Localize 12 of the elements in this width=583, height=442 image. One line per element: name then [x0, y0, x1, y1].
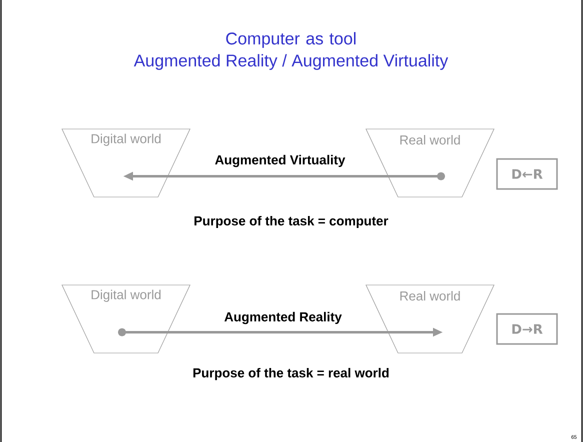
- slide-subtitle: Augmented Reality / Augmented Virtuality: [134, 54, 448, 70]
- edge-label: Augmented Reality: [223, 310, 343, 326]
- slide-title: Computer as tool: [226, 32, 356, 48]
- trapezoid: Real world: [366, 128, 494, 198]
- direction-box: D→R: [496, 313, 558, 345]
- trapezoid: Digital world: [62, 284, 190, 354]
- direction-box: D←R: [496, 158, 558, 190]
- trapezoid: Real world: [366, 284, 494, 354]
- caption-text: Purpose of the task = real world: [193, 368, 389, 380]
- trapezoid: Digital world: [62, 128, 190, 198]
- caption-text: Purpose of the task = computer: [194, 216, 388, 228]
- edge-label: Augmented Virtuality: [214, 154, 346, 168]
